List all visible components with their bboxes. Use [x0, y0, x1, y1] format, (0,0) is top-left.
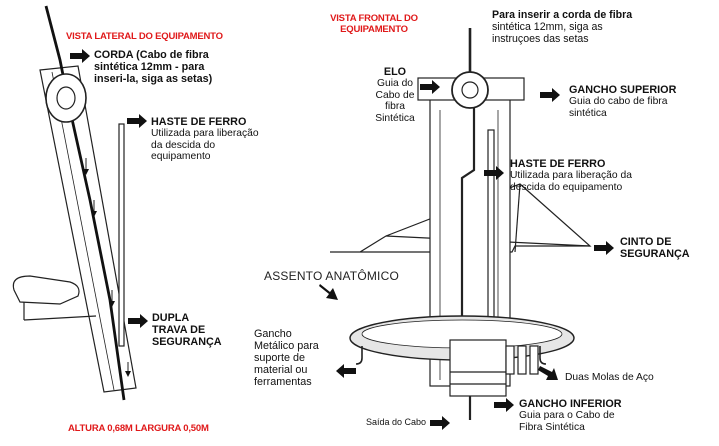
front-elo-ring — [451, 71, 489, 109]
front-pointer-arrows — [319, 80, 614, 430]
side-view-heading: VISTA LATERAL DO EQUIPAMENTO — [66, 31, 223, 42]
label-cinto: CINTO DE SEGURANÇA — [620, 236, 690, 261]
label-dupla-trava: DUPLA TRAVA DE SEGURANÇA — [152, 312, 222, 349]
label-assento: ASSENTO ANATÔMICO — [264, 269, 399, 283]
front-lower-box — [449, 339, 507, 397]
side-pointer-arrows — [70, 49, 148, 328]
side-view-drawing — [12, 5, 137, 401]
label-gancho-superior: GANCHO SUPERIOR Guia do cabo de fibra si… — [569, 84, 677, 119]
front-left-hook — [355, 346, 363, 365]
side-seat — [12, 275, 80, 305]
label-saida: Saída do Cabo — [366, 417, 427, 427]
front-right-hook — [539, 346, 547, 365]
label-molas: Duas Molas de Aço — [565, 372, 654, 383]
front-view-heading: VISTA FRONTAL DO EQUIPAMENTO — [330, 13, 418, 35]
label-elo: ELO Guia do Cabo de fibra Sintética — [375, 66, 415, 124]
side-iron-rod — [118, 123, 125, 347]
label-side-haste: HASTE DE FERRO Utilizada para liberação … — [151, 116, 259, 163]
label-gancho-inferior: GANCHO INFERIOR Guia para o Cabo de Fibr… — [519, 398, 622, 433]
front-springs — [505, 345, 539, 375]
side-rope — [44, 5, 126, 401]
dimensions-label: ALTURA 0,68M LARGURA 0,50M — [68, 423, 209, 434]
label-front-haste: HASTE DE FERRO Utilizada para liberação … — [510, 158, 632, 193]
side-pulley — [45, 73, 87, 123]
label-gancho-metalico: Gancho Metálico para suporte de material… — [254, 328, 319, 389]
label-insert-note: Para inserir a corda de fibra sintética … — [492, 9, 633, 45]
label-corda: CORDA (Cabo de fibra sintética 12mm - pa… — [94, 49, 213, 86]
front-iron-rod — [487, 129, 495, 331]
front-view-drawing — [330, 28, 592, 420]
